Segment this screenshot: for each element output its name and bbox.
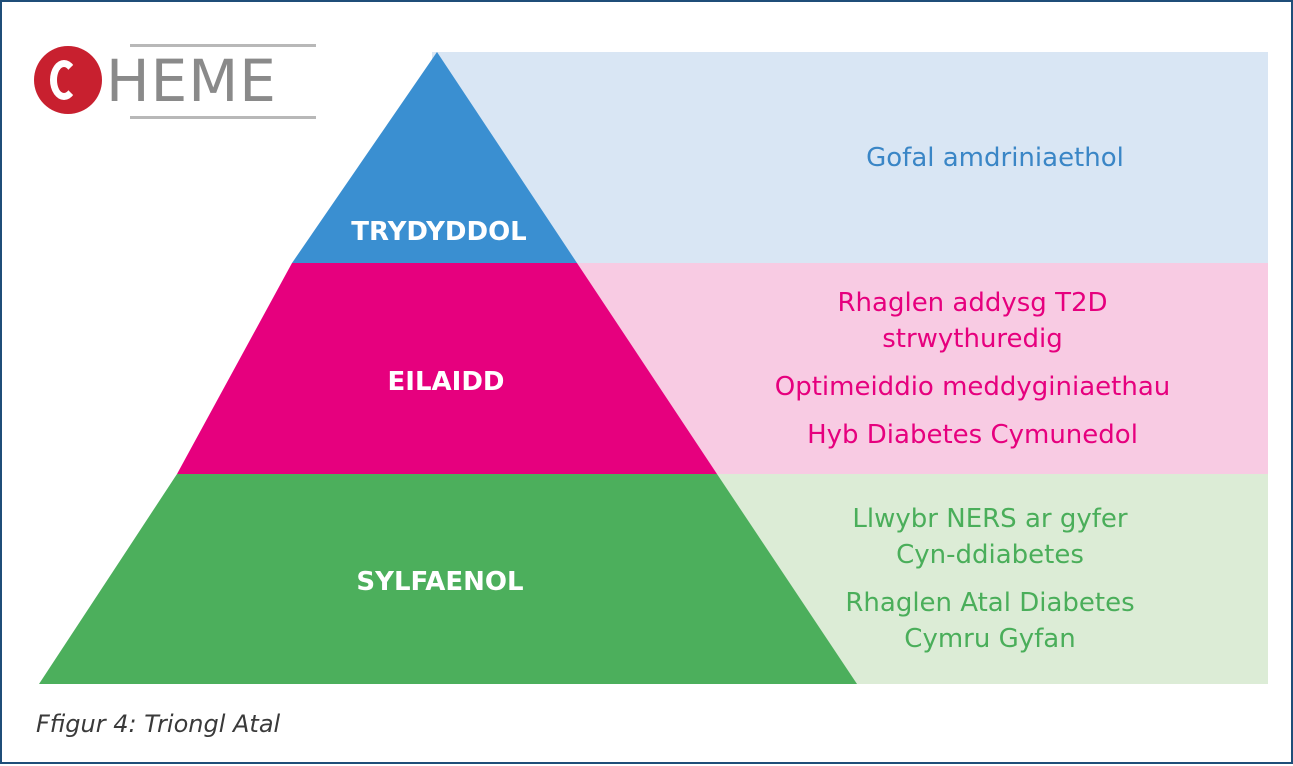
cheme-logo-bottom-line	[130, 116, 316, 119]
primary-item-2: Rhaglen Atal Diabetes Cymru Gyfan	[845, 588, 1135, 654]
secondary-tier	[177, 263, 717, 474]
primary-band-content: Llwybr NERS ar gyfer Cyn-ddiabetes Rhagl…	[712, 474, 1268, 684]
secondary-item-1: Rhaglen addysg T2D strwythuredig	[837, 287, 1108, 354]
cheme-logo-top-line	[130, 44, 316, 47]
tertiary-tier	[292, 52, 577, 263]
tertiary-band-content: Gofal amdriniaethol	[722, 52, 1268, 263]
primary-item-1: Llwybr NERS ar gyfer Cyn-ddiabetes	[852, 504, 1128, 570]
tertiary-label: TRYDYDDOL	[351, 217, 527, 247]
primary-tier	[39, 474, 857, 684]
secondary-band-content: Rhaglen addysg T2D strwythuredig Optimei…	[677, 263, 1268, 474]
primary-label: SYLFAENOL	[356, 567, 523, 597]
secondary-item-3: Hyb Diabetes Cymunedol	[807, 419, 1138, 450]
secondary-item-2: Optimeiddio meddyginiaethau	[774, 371, 1171, 402]
tertiary-item-1: Gofal amdriniaethol	[866, 142, 1124, 173]
cheme-logo-c-icon	[34, 46, 102, 114]
secondary-label: EILAIDD	[388, 367, 505, 397]
figure-caption: Ffigur 4: Triongl Atal	[36, 710, 281, 738]
tertiary-band: Gofal amdriniaethol	[432, 52, 1268, 263]
cheme-logo-wordmark: HEME	[106, 47, 277, 115]
cheme-logo: HEME	[34, 38, 319, 126]
